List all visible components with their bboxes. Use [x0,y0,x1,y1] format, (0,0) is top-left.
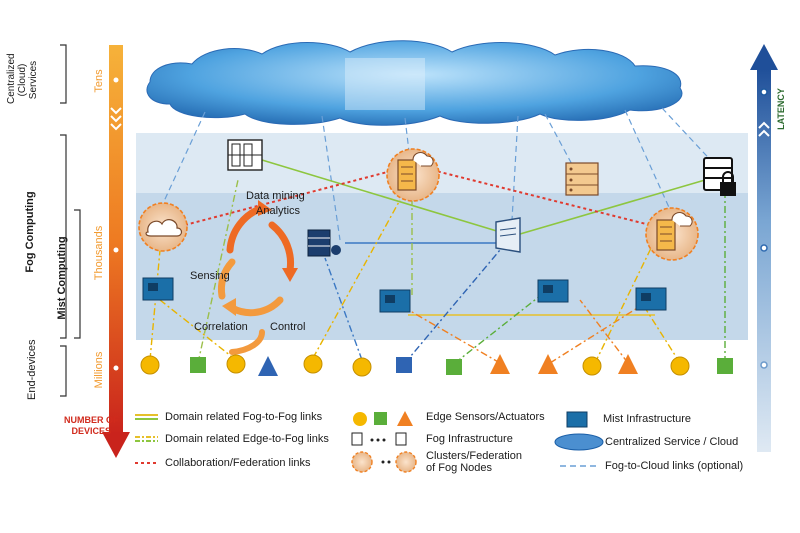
latency-axis-label: LATENCY [776,88,786,130]
process-correlation: Correlation [194,321,248,333]
server-rack-icon [565,162,599,196]
devices-arrow [102,45,130,458]
process-control: Control [270,321,306,333]
legend-cloud-icon [554,433,604,451]
legend-mist-icon [566,411,588,428]
secure-server-icon [703,157,736,196]
fog-to-cloud-links [159,107,719,241]
legend-cloud-label: Centralized Service / Cloud [605,436,739,448]
process-sensing: Sensing [190,270,230,282]
central-cloud-icon [146,40,683,126]
legend-fog-to-fog-icon [135,414,158,420]
legend-sensor-icons [353,411,413,426]
edge-sensors-row [140,354,733,377]
microcontroller-board-icon [635,287,667,311]
tier-label-fog: Fog Computing [24,191,36,273]
server-gear-icon [307,229,341,257]
legend-fog-to-fog-label: Domain related Fog-to-Fog links [165,411,323,423]
legend-collab-label: Collaboration/Federation links [165,457,311,469]
edge-to-fog-links [149,179,726,364]
fog-node-cluster-center [386,148,440,202]
scale-label-thousands: Thousands [93,225,105,281]
latency-arrow [750,44,778,452]
computer-tower-icon [495,217,521,253]
process-data-mining: Data mining [246,190,305,202]
scale-label-millions: Millions [93,351,105,389]
collaboration-links [184,169,651,226]
tier-label-end-devices: End-devices [26,339,38,400]
legend-fog-infra-icons [351,432,407,446]
fog-node-cluster-left [138,202,188,252]
legend-mist-label: Mist Infrastructure [603,413,692,425]
tier-brackets [60,44,81,397]
legend-fog-infra-label: Fog Infrastructure [426,433,513,445]
process-cycle [217,200,298,355]
microcontroller-board-icon [142,277,174,301]
legend-sensors-label: Edge Sensors/Actuators [426,411,545,423]
legend-fog-to-cloud-label: Fog-to-Cloud links (optional) [605,460,744,472]
microcontroller-board-icon [537,279,569,303]
server-rack-icon [227,139,263,171]
microcontroller-board-icon [379,289,411,313]
devices-axis-label: NUMBER OF DEVICES [64,415,119,436]
fog-to-fog-links [261,159,706,316]
legend-clusters-label: Clusters/Federation of Fog Nodes [426,450,522,474]
legend-edge-to-fog-icon [135,436,158,442]
tier-label-cloud: Centralized (Cloud) Services [6,53,39,104]
process-analytics: Analytics [256,205,301,217]
legend-cluster-icons [351,451,417,473]
scale-label-tens: Tens [93,69,105,93]
tier-label-mist: Mist Computing [56,236,68,320]
legend-edge-to-fog-label: Domain related Edge-to-Fog links [165,433,329,445]
fog-node-cluster-right [645,207,699,261]
